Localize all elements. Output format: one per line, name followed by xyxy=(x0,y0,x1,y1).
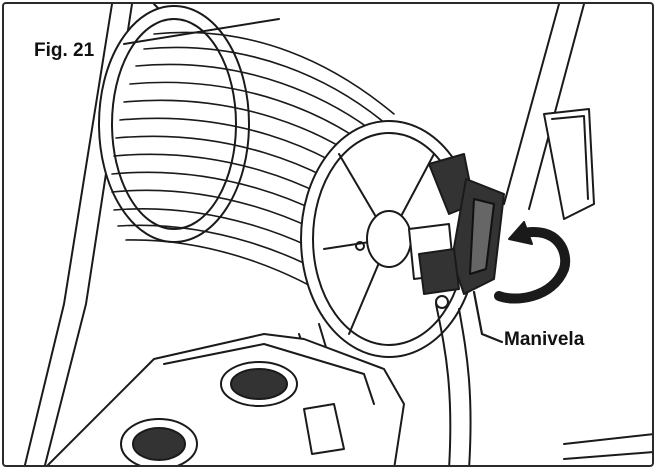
callout-label-crank: Manivela xyxy=(504,329,585,350)
reel-back-flange xyxy=(98,5,280,243)
figure-number: Fig. 21 xyxy=(34,40,95,61)
outlet-pipe xyxy=(563,433,652,460)
engine-base xyxy=(46,333,405,465)
callout-leader-line xyxy=(472,290,504,344)
curved-rotation-arrow-icon xyxy=(494,221,571,304)
right-handle-tube xyxy=(503,4,595,220)
reel-front-wheel xyxy=(300,120,478,358)
hose-reel-illustration xyxy=(23,4,652,465)
crank-handle xyxy=(418,153,505,309)
